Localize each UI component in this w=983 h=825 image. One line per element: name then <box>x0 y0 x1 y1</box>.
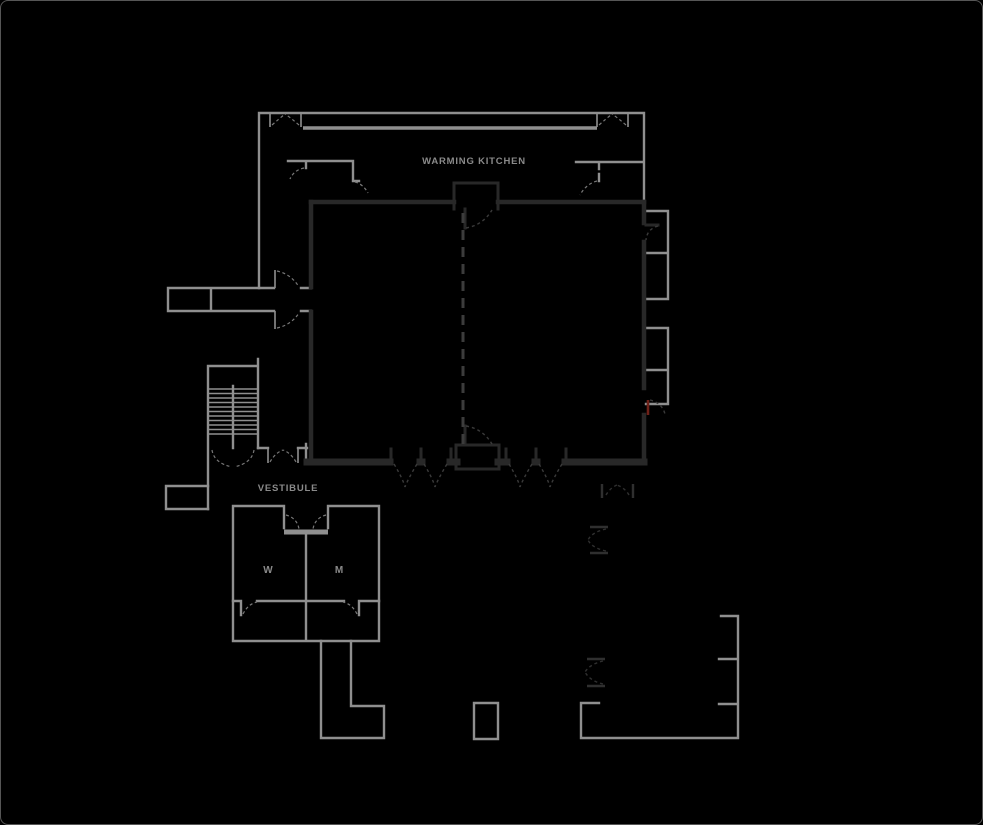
restroom-walls <box>231 504 381 643</box>
mens-room-label: M <box>335 565 343 576</box>
south-corridor <box>319 639 500 741</box>
west-corridor <box>166 270 313 329</box>
hall-south-bump <box>454 424 501 471</box>
east-alcoves <box>644 209 670 406</box>
hall-walls <box>303 199 648 466</box>
hall-north-bump <box>452 181 500 230</box>
vestibule-label: VESTIBULE <box>258 483 319 494</box>
door-swings <box>211 113 627 615</box>
red-exit-door <box>646 399 666 415</box>
alcove-door <box>644 223 660 241</box>
kitchen-interior-rooms <box>286 159 645 183</box>
faint-door-symbols <box>584 484 635 688</box>
exterior-walls <box>257 111 646 290</box>
womens-room-label: W <box>263 565 273 576</box>
vestibule-walls <box>164 442 309 511</box>
warming-kitchen-label: WARMING KITCHEN <box>422 156 526 167</box>
stairs <box>206 357 260 511</box>
southeast-building <box>579 614 740 740</box>
